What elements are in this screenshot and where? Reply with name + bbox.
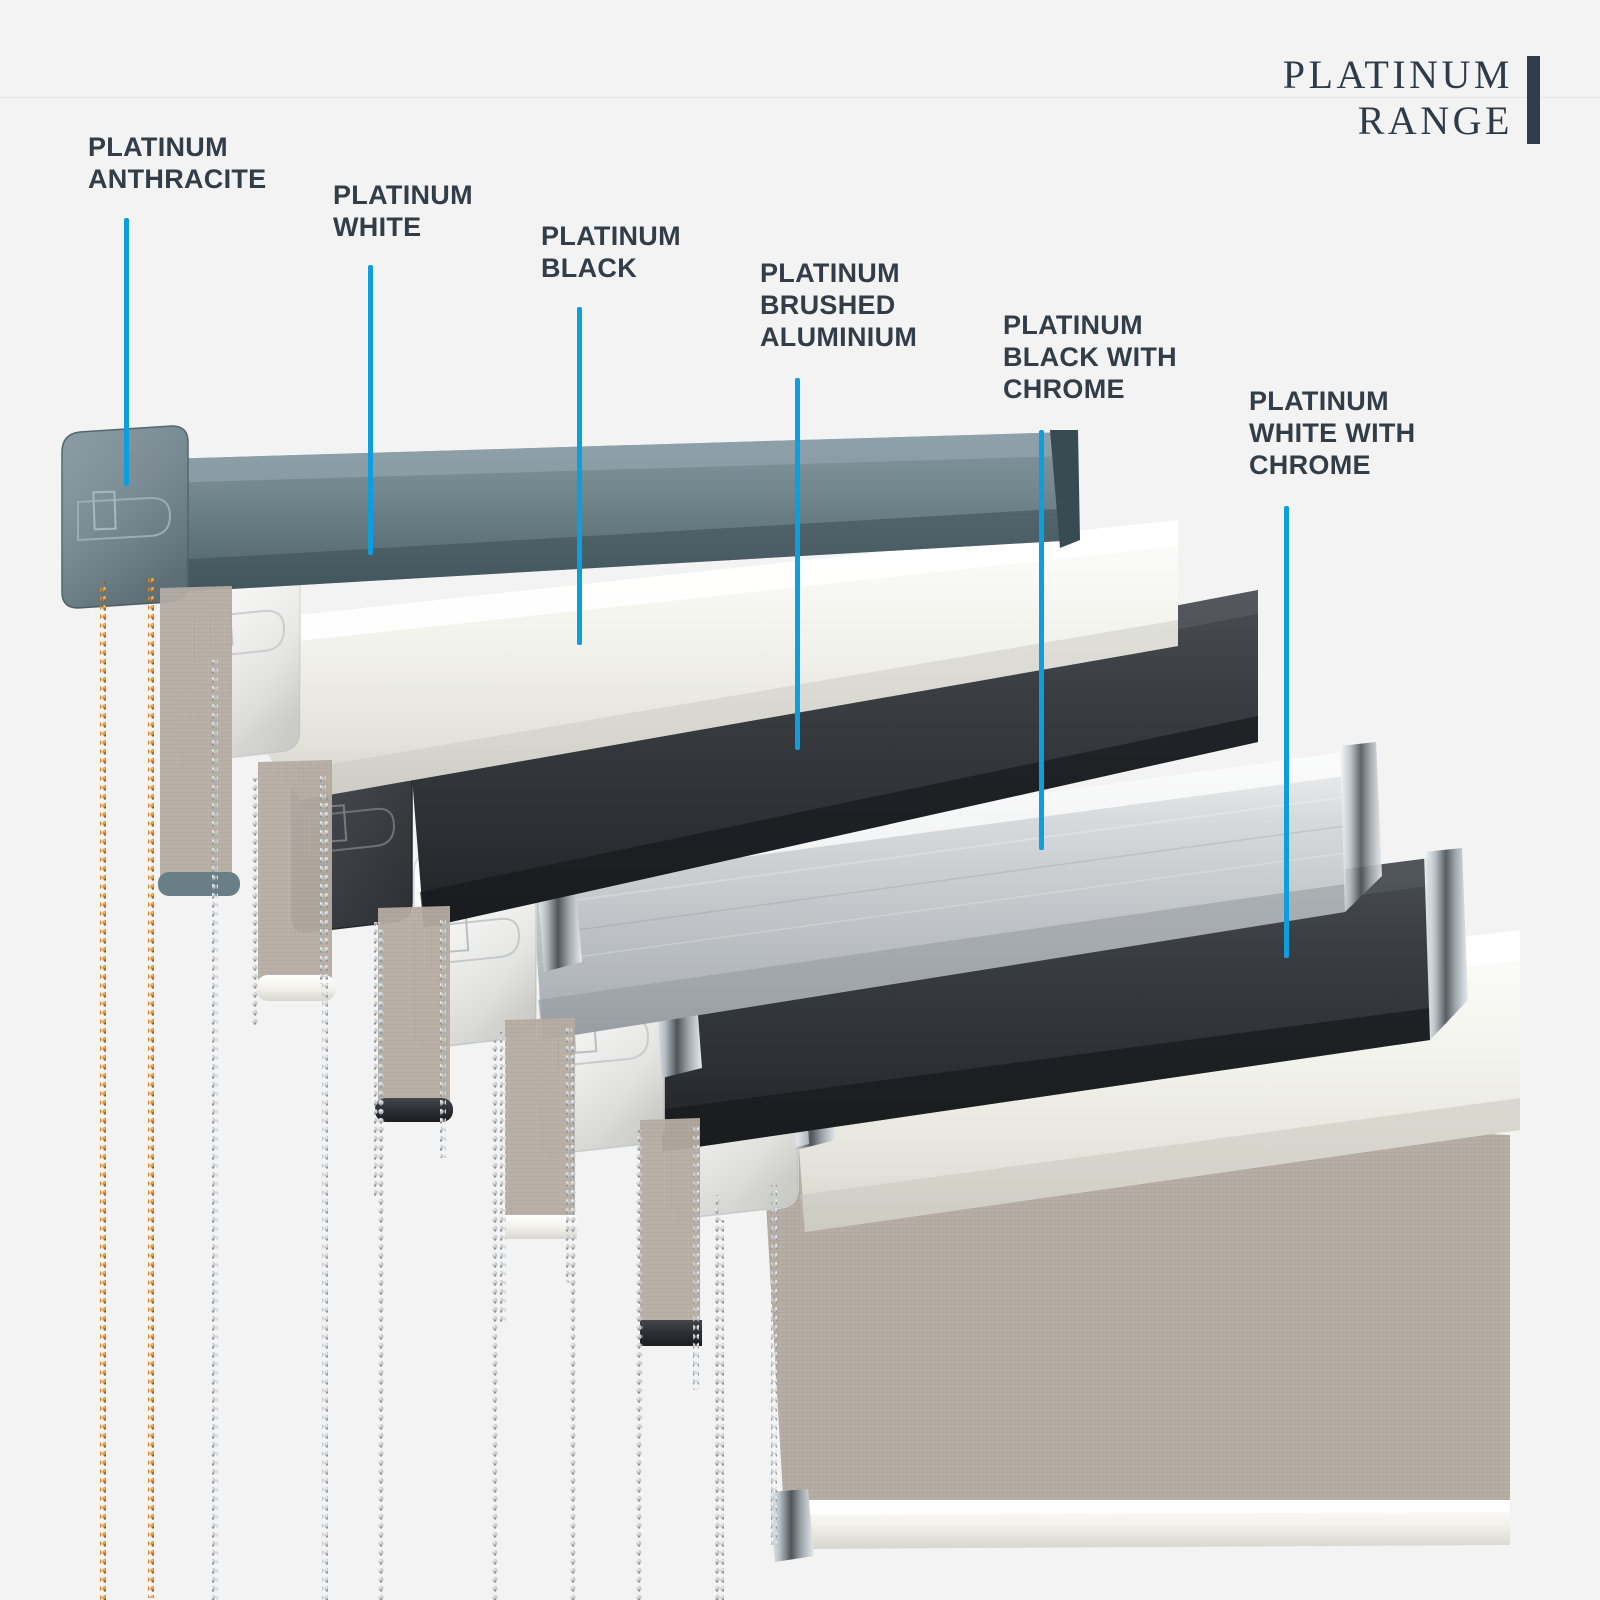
label-platinum-white: PLATINUM WHITE	[333, 180, 473, 242]
logo-line-2: RANGE	[1357, 98, 1513, 143]
label-platinum-black: PLATINUM BLACK	[541, 221, 681, 283]
leader-line-platinum-black	[577, 307, 582, 645]
leader-line-platinum-white-with-chrome	[1284, 506, 1289, 958]
leader-line-platinum-white	[368, 265, 373, 555]
unit-anthracite	[61, 425, 1080, 1600]
label-platinum-black-with-chrome: PLATINUM BLACK WITH CHROME	[1003, 310, 1177, 404]
label-platinum-white-with-chrome: PLATINUM WHITE WITH CHROME	[1249, 386, 1416, 480]
leader-line-platinum-black-with-chrome	[1039, 430, 1044, 850]
logo-bar	[1527, 56, 1540, 144]
label-platinum-brushed-aluminium: PLATINUM BRUSHED ALUMINIUM	[760, 258, 918, 352]
leader-line-platinum-brushed-aluminium	[795, 378, 800, 750]
platinum-range-logo: PLATINUM RANGE	[1283, 52, 1540, 144]
logo-line-1: PLATINUM	[1282, 52, 1513, 97]
leader-line-platinum-anthracite	[124, 218, 129, 486]
unit-white	[175, 520, 1178, 1028]
header-divider	[0, 97, 1600, 98]
label-platinum-anthracite: PLATINUM ANTHRACITE	[88, 132, 267, 194]
